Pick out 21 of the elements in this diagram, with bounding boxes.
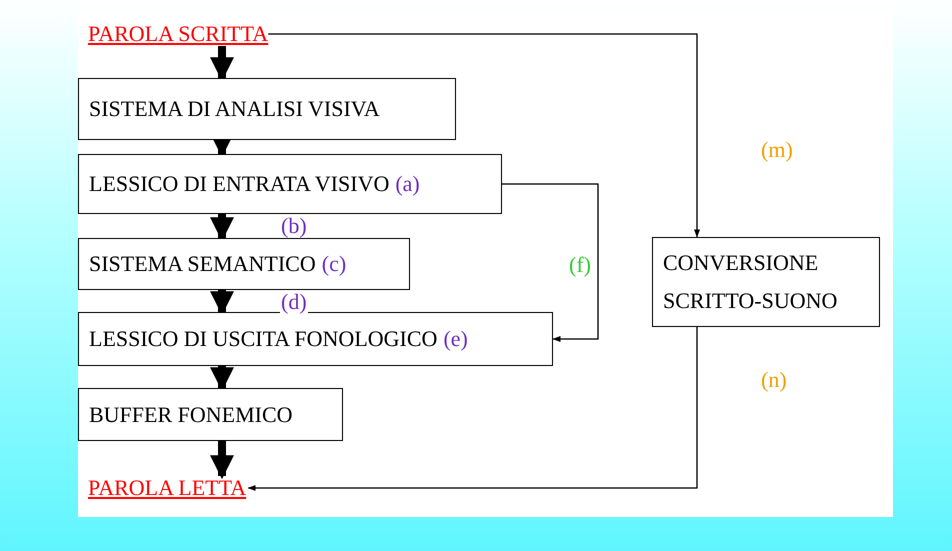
process-box [78,154,502,214]
process-code-label: (c) [322,251,346,277]
arrow [248,327,698,491]
box-label: SISTEMA DI ANALISI VISIVA [89,96,380,122]
process-box [78,78,456,140]
process-box [78,238,410,290]
process-code-label: (e) [443,326,468,352]
arrow [210,441,234,480]
box-label: SISTEMA SEMANTICO [89,251,316,277]
box-label: BUFFER FONEMICO [89,402,293,428]
process-box [78,388,343,441]
process-code-label: (a) [395,171,420,197]
box-label: CONVERSIONE SCRITTO-SUONO [663,249,838,315]
word-label: PAROLA LETTA [88,476,246,500]
process-box [652,237,880,327]
box-label: LESSICO DI USCITA FONOLOGICO [89,326,438,352]
word-label: PAROLA SCRITTA [88,22,268,46]
arrow [502,183,599,342]
process-box [78,312,553,366]
box-label: LESSICO DI ENTRATA VISIVO [89,171,390,197]
arrow [268,33,700,238]
